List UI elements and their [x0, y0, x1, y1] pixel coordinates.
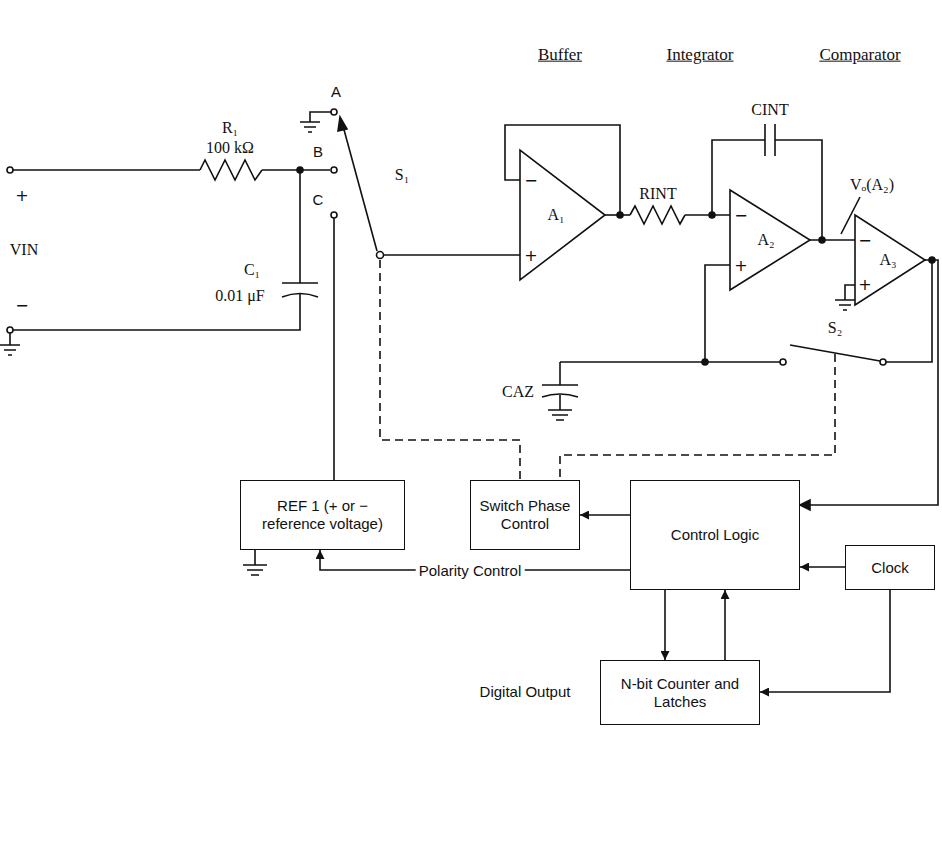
- signal-connector: [800, 566, 845, 568]
- signal-connector: [580, 514, 630, 516]
- part-name: C₁: [244, 261, 260, 279]
- switch-arm: [343, 126, 377, 251]
- switch-name: S₂: [828, 319, 842, 337]
- terminal-sign: +: [15, 186, 28, 205]
- signal-connector: [760, 590, 890, 692]
- wire: [384, 254, 521, 256]
- opamp-symbol: [520, 150, 605, 280]
- box-text: Clock: [871, 559, 909, 577]
- switch-arrow: [338, 117, 347, 131]
- pin-sign: −: [524, 171, 537, 190]
- output-label: Digital Output: [480, 684, 571, 701]
- section-heading: Integrator: [666, 46, 733, 65]
- opamp-name: A₁: [547, 206, 564, 224]
- switch-position: C: [313, 192, 324, 209]
- resistor-symbol: [200, 160, 262, 180]
- signal-connector: [724, 590, 726, 660]
- logic-box: Control Logic: [630, 480, 800, 590]
- switch-contact: [331, 109, 337, 115]
- wire: [505, 125, 620, 215]
- opamp-name: A₂: [757, 231, 774, 249]
- signal-connector: [664, 590, 666, 660]
- capacitor-symbol: [765, 124, 775, 156]
- wire: [560, 265, 780, 362]
- wire: [333, 218, 335, 480]
- box-text: Control Logic: [671, 526, 759, 544]
- junction-dot: [819, 237, 825, 243]
- control-link: [560, 354, 835, 480]
- part-name: CINT: [751, 101, 788, 119]
- edge-label: Polarity Control: [416, 562, 525, 579]
- opamp-symbol: [730, 190, 810, 290]
- counter-box: N-bit Counter and Latches: [600, 660, 760, 725]
- resistor-symbol: [630, 206, 685, 224]
- box-text: N-bit Counter and Latches: [608, 675, 752, 711]
- switch-name: S₁: [395, 166, 409, 184]
- pin-sign: −: [858, 231, 871, 250]
- wire: [559, 362, 561, 385]
- pin-sign: +: [858, 275, 871, 294]
- arrowhead: [800, 500, 810, 510]
- wire: [13, 169, 200, 171]
- ground-symbol: [835, 285, 855, 310]
- ground-symbol: [548, 395, 572, 420]
- wire: [712, 140, 822, 240]
- box-text: Switch Phase Control: [478, 497, 572, 533]
- section-heading: Comparator: [819, 46, 900, 65]
- pin-sign: +: [734, 256, 747, 275]
- switch-position: A: [331, 84, 341, 101]
- ground-symbol: [243, 550, 267, 575]
- reference-box: REF 1 (+ or − reference voltage): [240, 480, 405, 550]
- signal-name: Vₒ(A₂): [850, 176, 894, 194]
- switch-pivot: [377, 252, 384, 259]
- part-value: 0.01 μF: [215, 287, 264, 305]
- wire: [299, 170, 301, 283]
- junction-dot: [617, 212, 623, 218]
- pin-sign: +: [524, 246, 537, 265]
- terminal-sign: −: [15, 296, 28, 315]
- wire: [808, 260, 938, 505]
- control-link: [380, 260, 520, 480]
- part-name: CAZ: [502, 383, 534, 401]
- section-heading: Buffer: [538, 46, 582, 65]
- switch-contact: [331, 212, 337, 218]
- opamp-symbol: [855, 215, 925, 305]
- box-text: REF 1 (+ or − reference voltage): [248, 497, 397, 533]
- part-value: 100 kΩ: [206, 139, 254, 157]
- switch-contact: [331, 167, 337, 173]
- part-name: RINT: [639, 185, 676, 203]
- input-terminal: [7, 167, 13, 173]
- switch-pivot: [880, 359, 886, 365]
- wire: [262, 169, 330, 171]
- opamp-name: A₃: [879, 251, 896, 269]
- clock-box: Clock: [845, 545, 935, 590]
- wire: [810, 239, 855, 241]
- part-name: R₁: [222, 119, 238, 137]
- signal-name: VIN: [10, 241, 38, 259]
- switch-contact: [780, 359, 786, 365]
- junction-dot: [702, 359, 708, 365]
- input-terminal: [7, 327, 13, 333]
- wire: [886, 260, 932, 362]
- pin-sign: −: [734, 206, 747, 225]
- switch-position: B: [313, 144, 323, 161]
- ground-symbol: [300, 112, 331, 132]
- wire: [685, 214, 730, 216]
- control-box: Switch Phase Control: [470, 480, 580, 550]
